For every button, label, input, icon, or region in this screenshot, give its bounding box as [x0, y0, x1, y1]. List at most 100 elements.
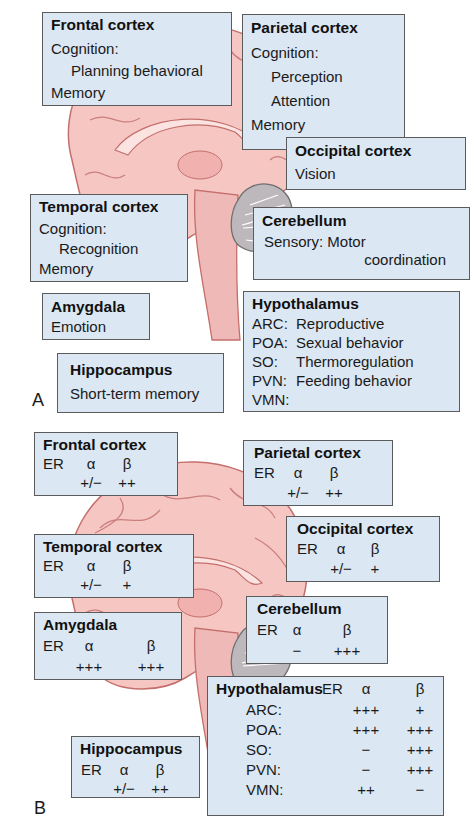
- region-box: CerebellumSensory: Motor coordination: [253, 207, 470, 280]
- region-box: Occipital cortexVision: [286, 137, 466, 190]
- region-name: Occipital cortex: [297, 520, 413, 538]
- region-text: ER: [43, 455, 64, 473]
- region-text: ++: [102, 474, 152, 492]
- region-text: ER: [43, 557, 64, 575]
- region-text: α: [66, 557, 116, 575]
- region-box: HypothalamusARC: ReproductivePOA: Sexual b…: [243, 291, 460, 412]
- region-text: Sexual behavior: [296, 334, 404, 352]
- panel-label: A: [32, 390, 44, 410]
- region-text: β: [102, 455, 152, 473]
- region-text: ++: [309, 484, 359, 502]
- region-box: Frontal cortexCognition:Planning behavio…: [42, 12, 232, 106]
- region-text: +++: [341, 721, 391, 739]
- region-text: +/−: [66, 576, 116, 594]
- region-text: POA:: [252, 334, 288, 352]
- region-name: Hypothalamus: [252, 295, 359, 313]
- region-text: Emotion: [51, 318, 106, 336]
- region-box: Parietal cortexCognition:PerceptionAtten…: [242, 14, 405, 150]
- region-text: SO:: [246, 741, 272, 759]
- region-text: SO:: [252, 353, 278, 371]
- region-text: α: [273, 464, 323, 482]
- region-text: ER: [322, 680, 343, 698]
- region-text: Planning behavioral: [71, 62, 203, 80]
- region-name: Cerebellum: [257, 600, 341, 618]
- region-name: Frontal cortex: [51, 16, 154, 34]
- region-text: ER: [254, 464, 275, 482]
- region-text: −: [341, 741, 391, 759]
- region-text: −: [395, 781, 445, 799]
- region-text: +++: [64, 658, 114, 676]
- region-text: ARC:: [252, 315, 288, 333]
- region-box: Parietal cortexERαβ+/−++: [243, 440, 393, 506]
- region-text: Memory: [251, 116, 305, 134]
- region-text: PVN:: [252, 372, 287, 390]
- region-name: Amygdala: [43, 616, 117, 634]
- region-name: Hippocampus: [80, 740, 182, 758]
- region-text: α: [66, 455, 116, 473]
- region-text: α: [341, 680, 391, 698]
- region-text: +: [395, 701, 445, 719]
- region-text: +: [102, 576, 152, 594]
- region-box: AmygdalaEmotion: [42, 293, 150, 340]
- region-text: +/−: [99, 780, 149, 798]
- region-text: +++: [395, 761, 445, 779]
- region-box: Frontal cortexERαβ+/−++: [34, 432, 178, 496]
- region-box: HippocampusERαβ+/−++: [71, 736, 200, 798]
- region-text: +/−: [316, 560, 366, 578]
- region-text: Sensory: Motor coordination: [264, 233, 446, 269]
- region-text: Thermoregulation: [296, 353, 414, 371]
- region-name: Hypothalamus: [216, 680, 323, 698]
- region-name: Temporal cortex: [39, 198, 158, 216]
- region-text: VMN:: [246, 781, 284, 799]
- region-text: β: [135, 761, 185, 779]
- region-name: Cerebellum: [262, 212, 346, 230]
- region-name: Hippocampus: [70, 361, 172, 379]
- region-text: Memory: [51, 84, 105, 102]
- region-text: Feeding behavior: [296, 372, 412, 390]
- region-box: HippocampusShort-term memory: [57, 353, 224, 413]
- region-text: ER: [297, 540, 318, 558]
- region-text: ARC:: [246, 701, 282, 719]
- region-text: β: [350, 540, 400, 558]
- region-name: Parietal cortex: [251, 19, 358, 37]
- region-text: Memory: [39, 260, 93, 278]
- region-box: Temporal cortexCognition: RecognitionMemo…: [30, 194, 188, 282]
- region-text: Cognition:: [251, 44, 319, 62]
- region-text: +++: [126, 658, 176, 676]
- region-name: Temporal cortex: [43, 538, 162, 556]
- region-text: ER: [43, 637, 64, 655]
- region-text: β: [126, 637, 176, 655]
- region-text: α: [316, 540, 366, 558]
- region-text: β: [102, 557, 152, 575]
- region-text: β: [309, 464, 359, 482]
- region-text: ER: [81, 761, 102, 779]
- region-text: Vision: [295, 165, 336, 183]
- region-box: Temporal cortexERαβ+/−+: [34, 534, 194, 598]
- panel-label: B: [34, 798, 46, 818]
- region-text: Reproductive: [296, 315, 384, 333]
- region-text: +++: [395, 721, 445, 739]
- region-text: Attention: [271, 92, 330, 110]
- region-text: Recognition: [59, 240, 138, 258]
- region-name: Frontal cortex: [43, 436, 146, 454]
- region-text: VMN:: [252, 391, 290, 409]
- region-text: Cognition:: [39, 220, 107, 238]
- region-text: ER: [257, 621, 278, 639]
- region-text: +/−: [66, 474, 116, 492]
- region-name: Amygdala: [51, 298, 125, 316]
- region-text: +++: [341, 701, 391, 719]
- region-text: +/−: [273, 484, 323, 502]
- region-text: ++: [341, 781, 391, 799]
- region-text: +++: [322, 642, 372, 660]
- region-text: POA:: [246, 721, 282, 739]
- region-box: CerebellumERαβ−+++: [246, 596, 388, 664]
- region-text: −: [272, 642, 322, 660]
- region-text: β: [395, 680, 445, 698]
- region-text: PVN:: [246, 761, 281, 779]
- region-box: HypothalamusERαβARC:++++POA:++++++SO:−++…: [207, 676, 444, 816]
- region-text: −: [341, 761, 391, 779]
- region-text: +: [350, 560, 400, 578]
- region-text: α: [64, 637, 114, 655]
- region-text: α: [272, 621, 322, 639]
- region-text: α: [99, 761, 149, 779]
